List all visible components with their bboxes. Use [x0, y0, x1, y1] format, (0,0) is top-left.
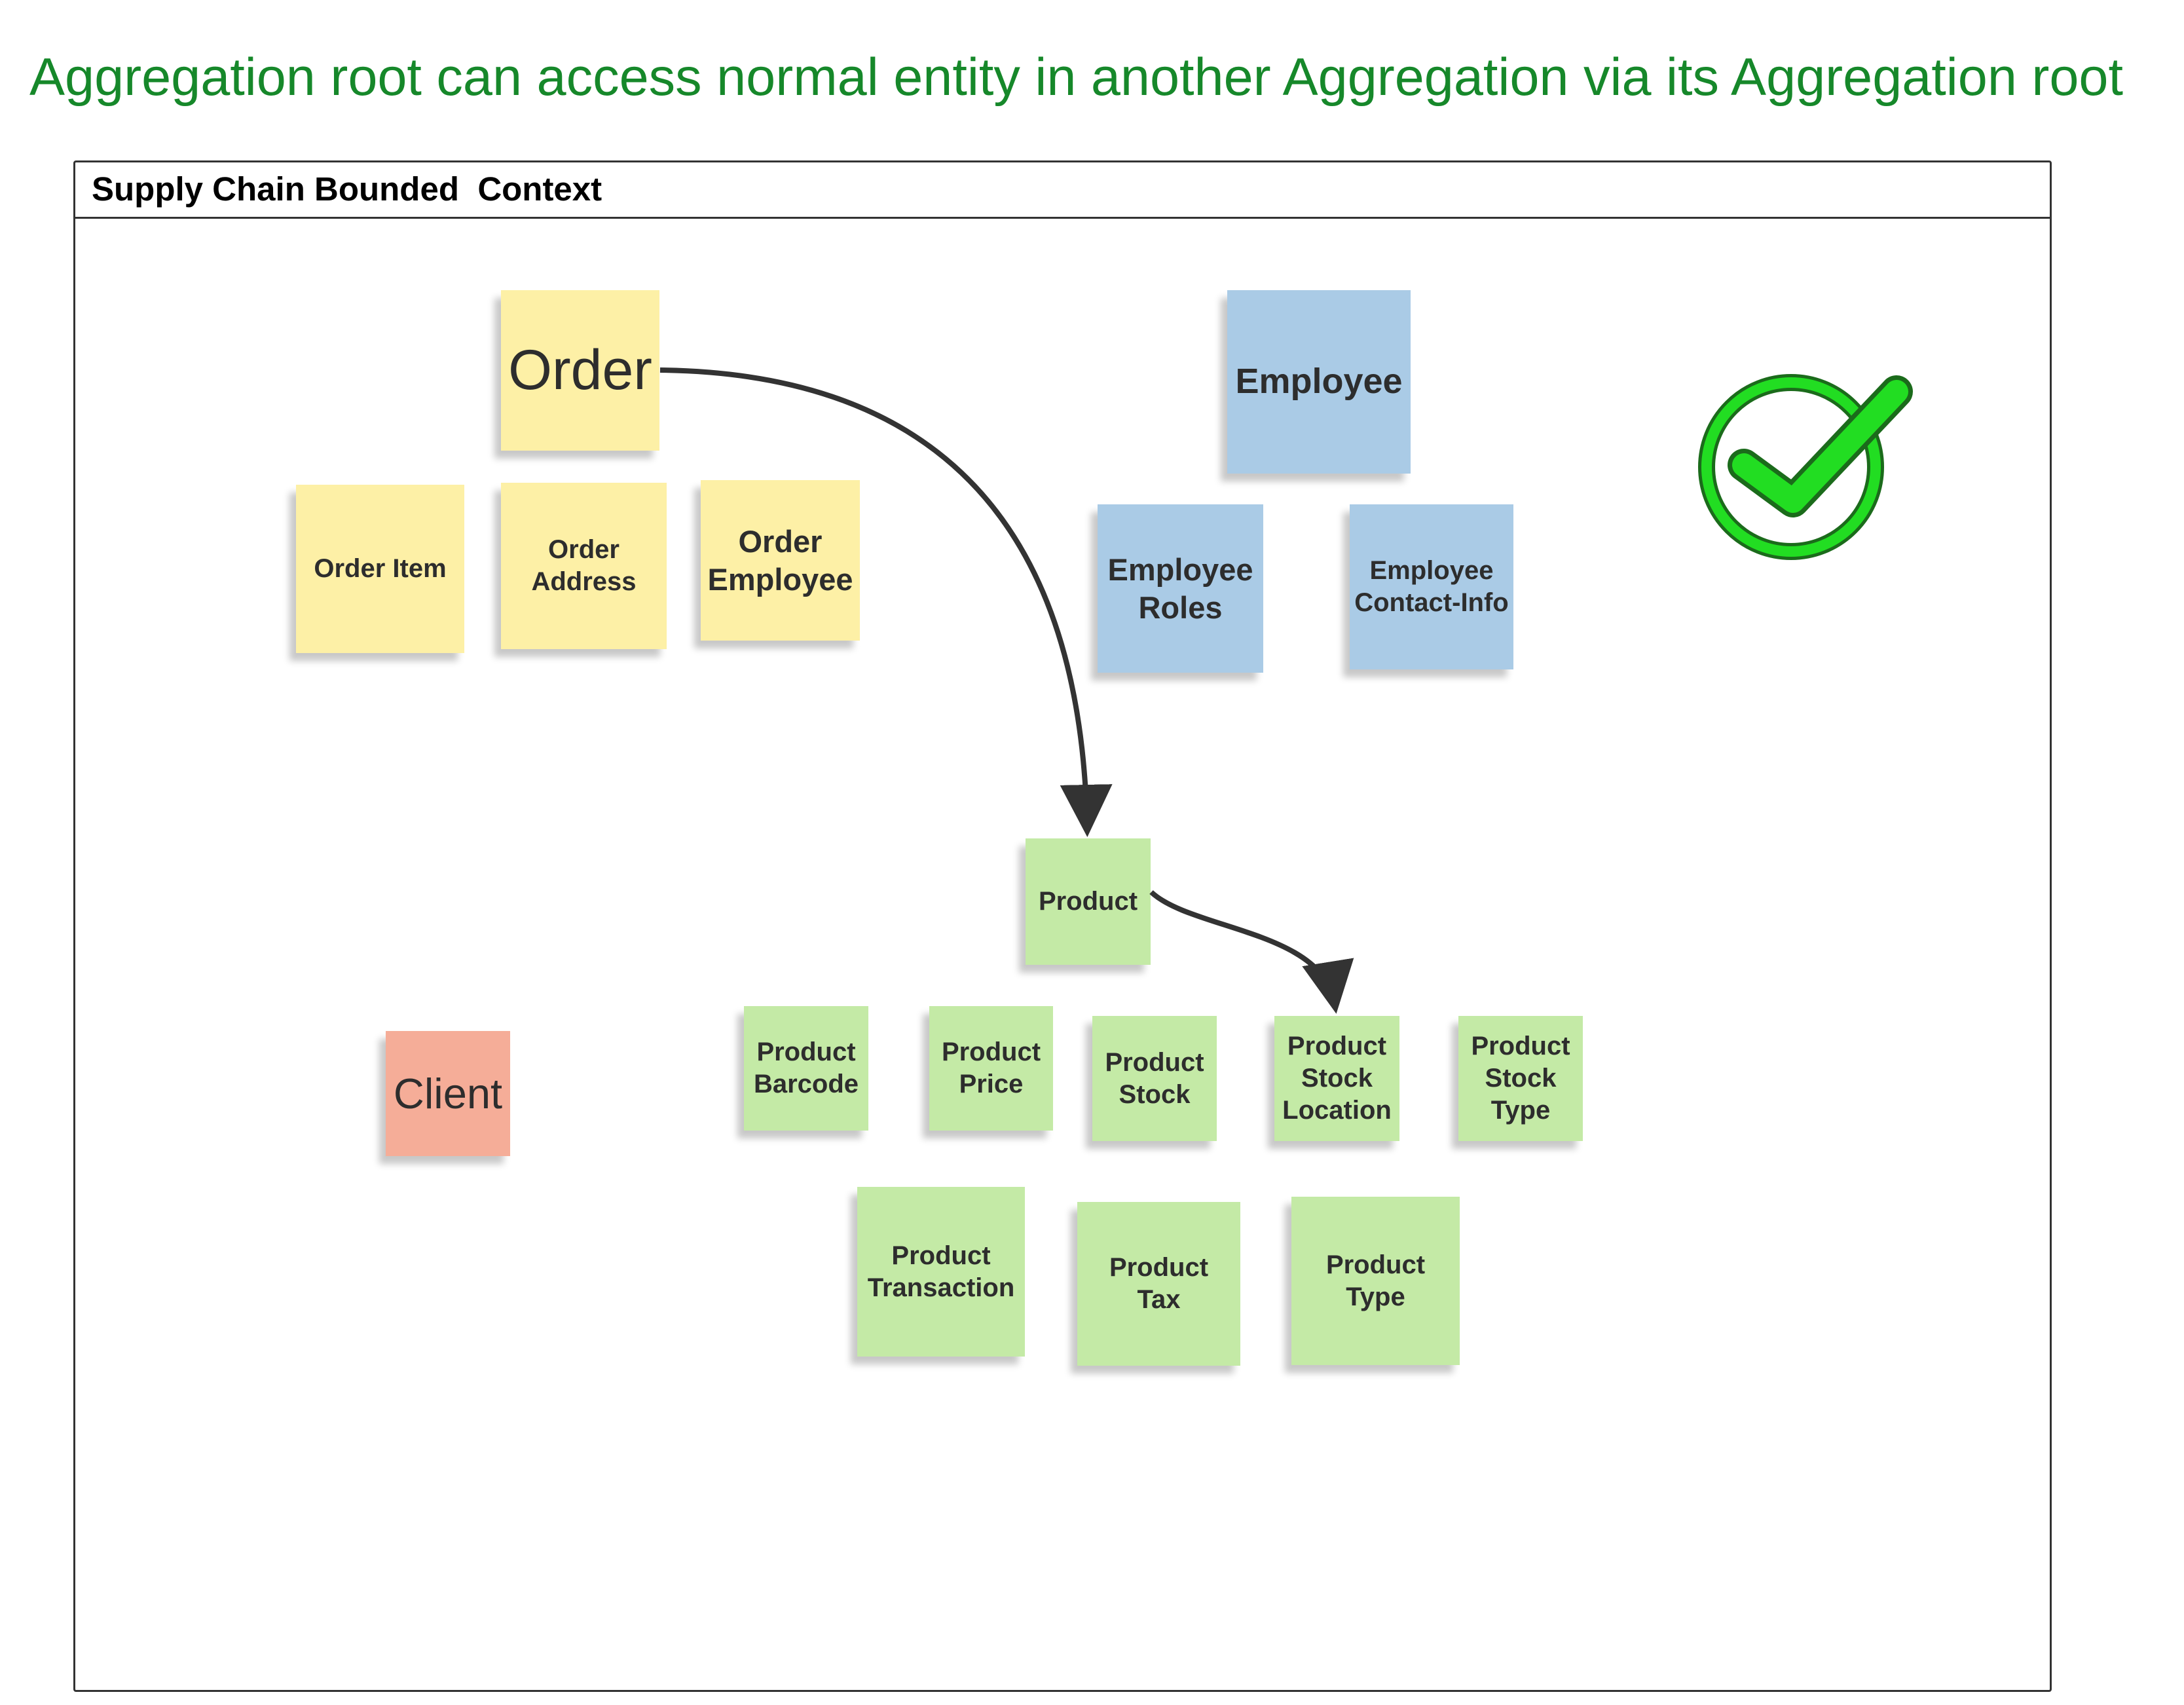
- employee-contact-info-note[interactable]: Employee Contact-Info: [1350, 504, 1513, 669]
- product-price-note[interactable]: Product Price: [929, 1006, 1053, 1131]
- bounded-context-label: Supply Chain Bounded Context: [75, 162, 2050, 219]
- product-stock-note[interactable]: Product Stock: [1092, 1016, 1217, 1141]
- product-stock-type-note[interactable]: Product Stock Type: [1458, 1016, 1583, 1141]
- product-type-note[interactable]: Product Type: [1291, 1197, 1460, 1365]
- order-to-product-arrow: [659, 367, 1113, 837]
- page-title: Aggregation root can access normal entit…: [29, 48, 2123, 107]
- employee-root-note[interactable]: Employee: [1227, 290, 1411, 474]
- product-tax-note[interactable]: Product Tax: [1077, 1202, 1240, 1366]
- product-barcode-note[interactable]: Product Barcode: [744, 1006, 868, 1131]
- order-address-note[interactable]: Order Address: [501, 483, 667, 649]
- order-root-note[interactable]: Order: [501, 290, 659, 451]
- order-employee-note[interactable]: Order Employee: [701, 480, 860, 641]
- product-root-note[interactable]: Product: [1026, 838, 1151, 965]
- employee-roles-note[interactable]: Employee Roles: [1098, 504, 1263, 673]
- product-transaction-note[interactable]: Product Transaction: [857, 1187, 1025, 1357]
- product-stock-location-note[interactable]: Product Stock Location: [1274, 1016, 1399, 1141]
- client-note[interactable]: Client: [386, 1031, 510, 1156]
- product-to-stock-location-arrow: [1149, 890, 1354, 1014]
- order-item-note[interactable]: Order Item: [296, 485, 464, 653]
